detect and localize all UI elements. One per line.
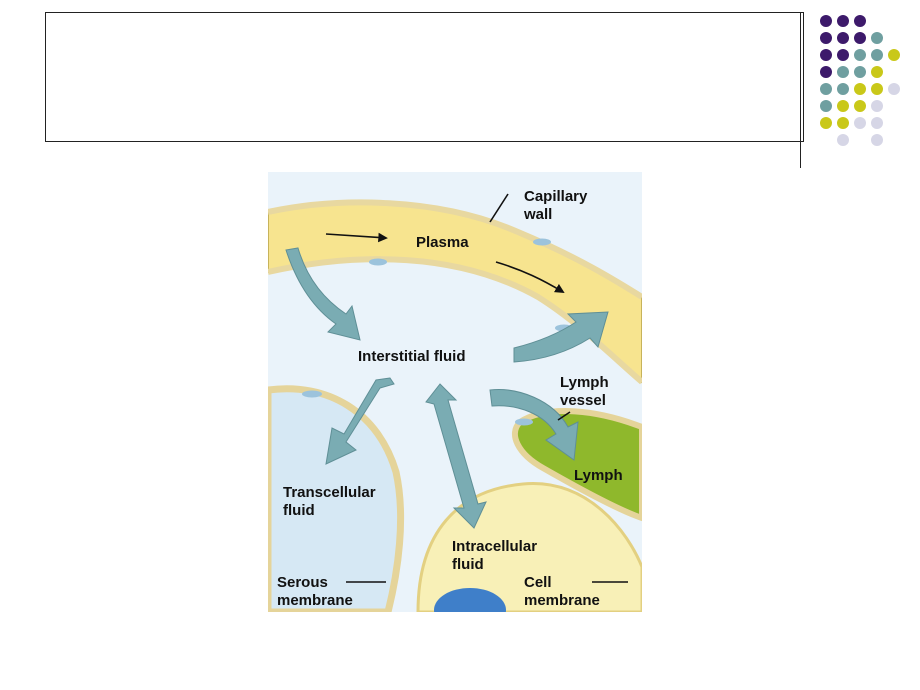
plasma-to-interstitial-arrow [285, 247, 361, 341]
endothelial-nucleus [533, 238, 551, 246]
decorative-dot [837, 100, 849, 112]
decorative-dot [871, 100, 883, 112]
decorative-dot [888, 49, 900, 61]
capillary-wall-inner [268, 256, 642, 385]
decorative-dot [888, 83, 900, 95]
intracellular-fluid-label: Intracellular fluid [452, 538, 538, 573]
decorative-dot [854, 32, 866, 44]
slide-title-box [45, 12, 804, 142]
decorative-dot [871, 49, 883, 61]
capillary-wall-label: Capillary wall [524, 188, 588, 223]
decorative-dot [854, 117, 866, 129]
decorative-dot [871, 83, 883, 95]
decorative-dot [820, 117, 832, 129]
interstitial-to-plasma-arrow [513, 311, 609, 363]
decorative-dot [871, 117, 883, 129]
decorative-dot [820, 83, 832, 95]
decorative-dot [820, 66, 832, 78]
lymph-vessel-leader [557, 411, 571, 421]
decorative-dot [837, 15, 849, 27]
lymph-vessel-nucleus [515, 418, 533, 426]
decorative-dot [871, 134, 883, 146]
interstitial-transcellular-arrow [325, 377, 395, 465]
decorative-dot [837, 32, 849, 44]
decorative-dot [871, 66, 883, 78]
transcellular-fluid-label: Transcellular fluid [283, 484, 376, 519]
title-divider-line [800, 12, 801, 168]
decorative-dot [854, 83, 866, 95]
decorative-dot [854, 66, 866, 78]
lymph-label: Lymph [574, 467, 623, 484]
cell-membrane-label: Cell membrane [524, 574, 600, 609]
body-fluid-compartments-diagram: Capillary wall Plasma Interstitial fluid… [268, 172, 642, 612]
decorative-dot [837, 134, 849, 146]
serous-cell-nucleus [302, 390, 322, 398]
capillary-wall-leader [489, 193, 509, 223]
decorative-dot [837, 66, 849, 78]
decorative-dot [837, 83, 849, 95]
serous-membrane-label: Serous membrane [277, 574, 353, 609]
lymph-vessel-label: Lymph vessel [560, 374, 609, 409]
diagram-artwork [268, 193, 642, 612]
decorative-dot [820, 100, 832, 112]
plasma-flow-arrow [495, 261, 565, 293]
decorative-dot [837, 49, 849, 61]
interstitial-fluid-label: Interstitial fluid [358, 348, 466, 365]
decorative-dot [820, 32, 832, 44]
decorative-dot [820, 49, 832, 61]
interstitial-to-lymph-arrow [489, 389, 579, 461]
interstitial-intracellular-arrow [425, 383, 487, 529]
decorative-dot [837, 117, 849, 129]
cell-nucleus [434, 588, 506, 612]
decorative-dot [820, 15, 832, 27]
decorative-dot [854, 49, 866, 61]
decorative-dot [854, 15, 866, 27]
plasma-label: Plasma [416, 234, 469, 251]
endothelial-nucleus [369, 258, 387, 266]
decorative-dot [871, 32, 883, 44]
decorative-dot [854, 100, 866, 112]
capillary-wall-outer [268, 199, 642, 300]
plasma-flow-arrow [325, 232, 388, 243]
lymph-vessel [512, 408, 642, 522]
